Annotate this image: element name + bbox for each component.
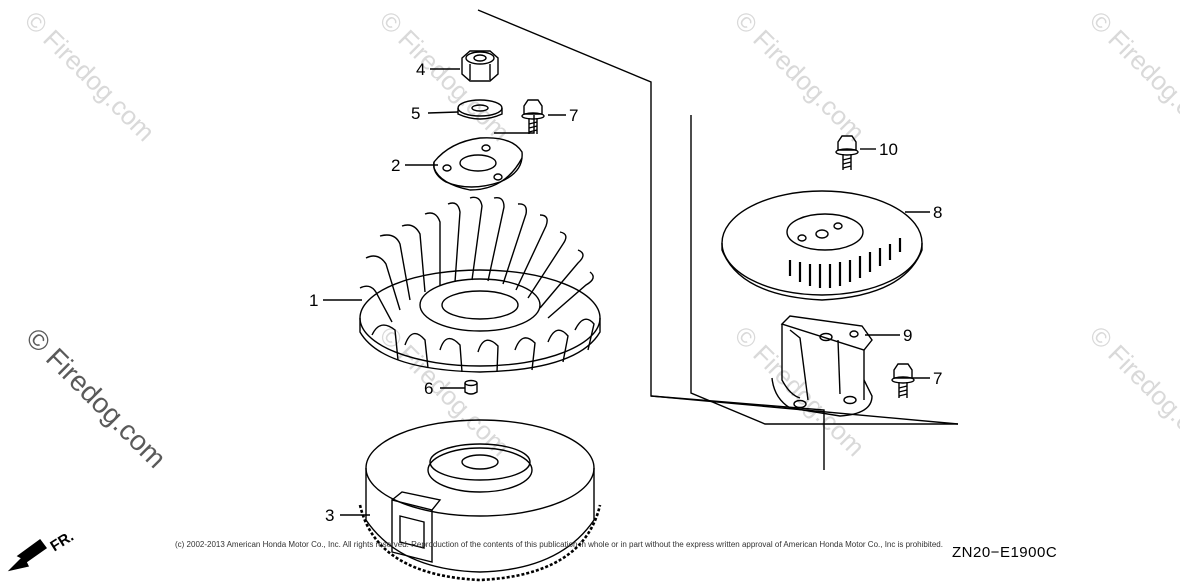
flywheel-part [358, 419, 602, 582]
copyright-notice: (c) 2002-2013 American Honda Motor Co., … [175, 540, 943, 549]
front-direction-arrow [7, 539, 47, 572]
bolt-part-10 [835, 135, 859, 170]
callout-5: 5 [411, 104, 421, 123]
starter-pulley-part [721, 190, 923, 301]
pin-part [464, 379, 478, 395]
flange-plate-part [433, 137, 523, 191]
cooling-fan-part [359, 196, 601, 373]
diagram-code: ZN20−E1900C [952, 544, 1058, 561]
group-bracket-line-right [690, 115, 958, 425]
callout-6: 6 [424, 379, 434, 398]
callout-3: 3 [325, 506, 335, 525]
callout-9: 9 [903, 326, 913, 345]
bolt-part-upper [521, 99, 545, 134]
group-bracket-line [477, 9, 959, 425]
callout-8: 8 [933, 203, 943, 222]
washer-part [457, 99, 503, 120]
callout-4: 4 [416, 60, 426, 79]
callout-2: 2 [391, 156, 401, 175]
callout-7-lower: 7 [933, 369, 943, 388]
bolt-part-lower [891, 363, 915, 398]
callout-10: 10 [879, 140, 898, 159]
callout-7-upper: 7 [569, 106, 579, 125]
nut-part [461, 50, 499, 82]
callout-1: 1 [309, 291, 319, 310]
starter-bracket-part [771, 315, 873, 417]
